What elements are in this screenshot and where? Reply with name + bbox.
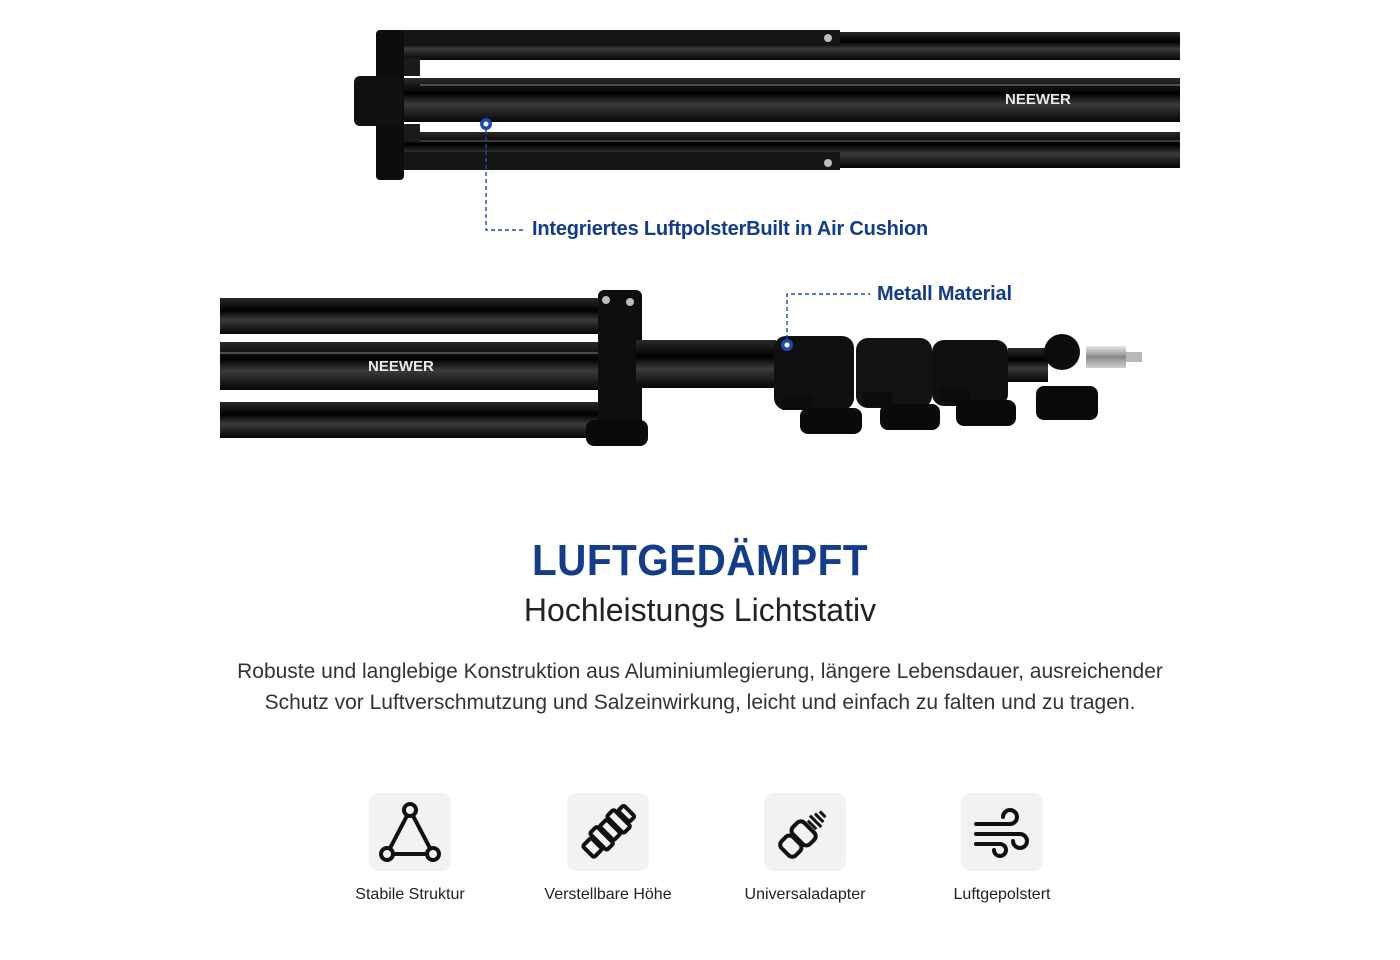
adjustable-height-icon [581, 803, 637, 859]
feature-label: Stabile Struktur [355, 886, 465, 903]
hero-description-line-2: Schutz vor Luftverschmutzung und Salzein… [264, 691, 1136, 714]
callout-air-cushion: Integriertes LuftpolsterBuilt in Air Cus… [532, 218, 929, 240]
hero-description: Robuste und langlebige Konstruktion aus … [200, 656, 1200, 718]
hero-title: LUFTGEDÄMPFT [531, 536, 869, 585]
feature-tile [764, 793, 846, 871]
feature-air-cushioned: Luftgepolstert [902, 793, 1102, 904]
air-cushion-icon [974, 808, 1029, 858]
callout-metal-material: Metall Material [877, 283, 1012, 305]
triangle-structure-icon [379, 802, 441, 862]
hero-description-line-1: Robuste und langlebige Konstruktion aus … [237, 660, 1163, 683]
stand-bottom-image [220, 290, 1142, 446]
universal-adapter-icon [778, 810, 827, 859]
feature-adjustable-height: Verstellbare Höhe [508, 793, 708, 904]
feature-stable-structure: Stabile Struktur [310, 793, 510, 904]
brand-logo-bottom: NEEWER [368, 358, 434, 375]
hero-subtitle: Hochleistungs Lichtstativ [523, 592, 877, 628]
feature-label: Verstellbare Höhe [544, 886, 672, 903]
feature-label: Luftgepolstert [953, 886, 1051, 903]
feature-label: Universaladapter [744, 886, 866, 903]
feature-tile [567, 793, 649, 871]
product-photo: NEEWER NEEWER [220, 30, 1180, 446]
feature-tile [961, 793, 1043, 871]
brand-logo-top: NEEWER [1005, 91, 1071, 108]
stand-top-image [354, 30, 1180, 231]
feature-universal-adapter: Universaladapter [705, 793, 905, 904]
feature-tile [369, 793, 451, 871]
